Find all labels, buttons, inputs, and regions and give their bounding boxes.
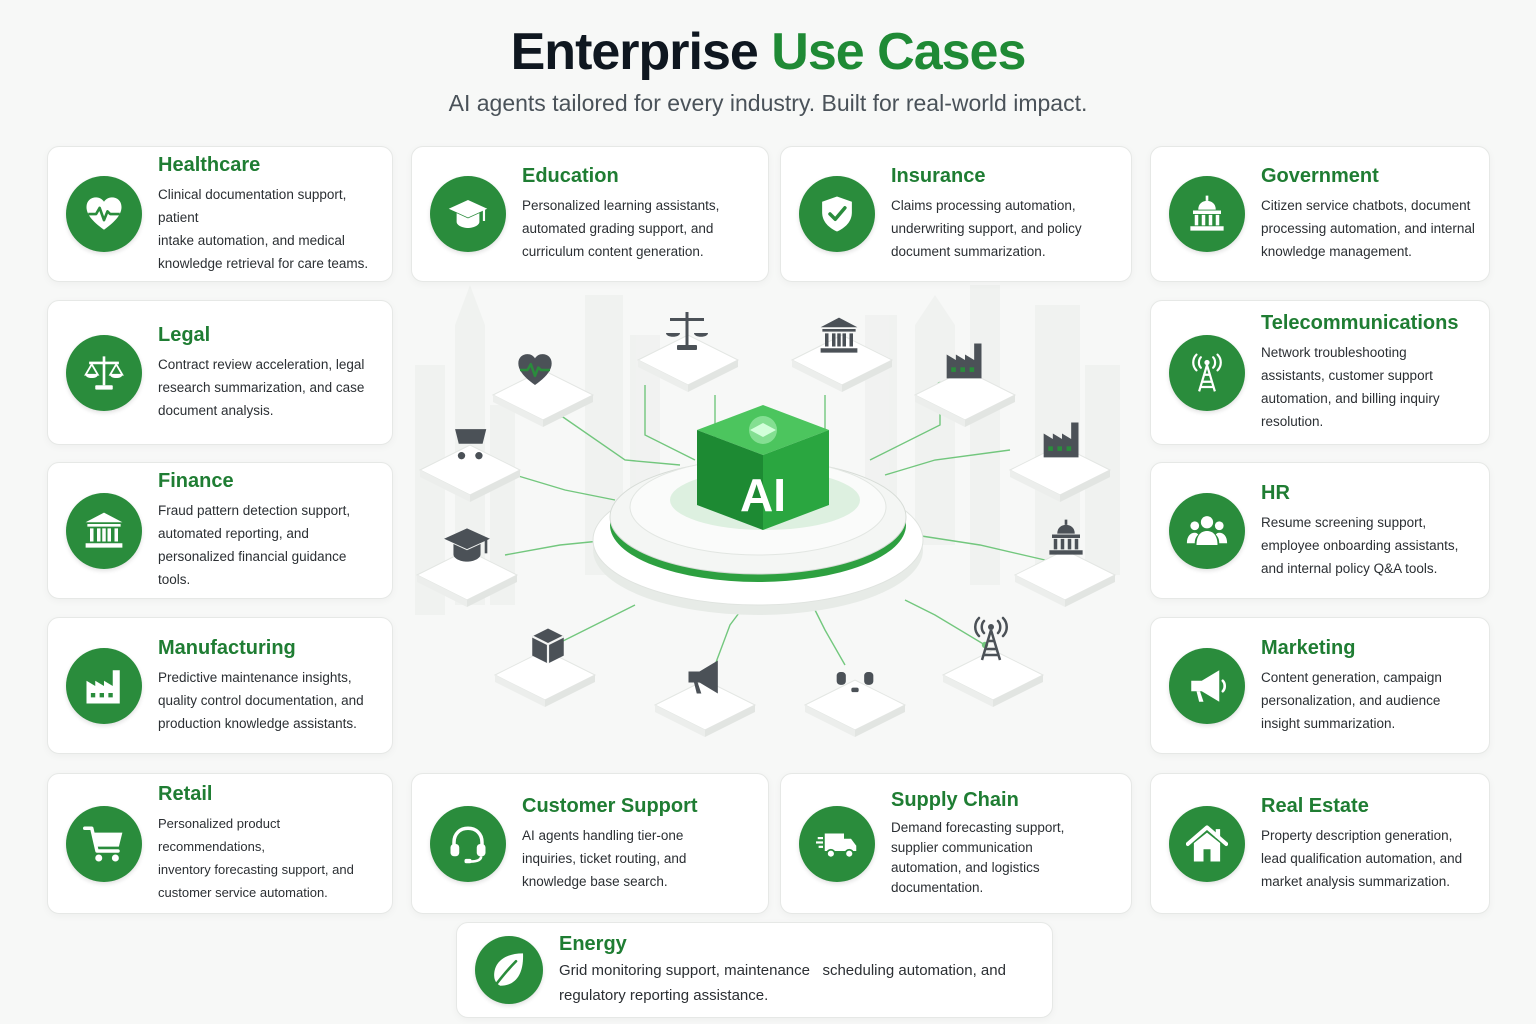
- card-title: Manufacturing: [158, 636, 296, 659]
- card-title: Supply Chain: [891, 789, 1019, 811]
- badge-healthcare: [66, 176, 142, 252]
- card-description: Personalized learning assistants,automat…: [522, 198, 720, 259]
- badge-customer-support: [430, 805, 506, 882]
- house-icon: [1186, 823, 1228, 865]
- ai-cube: AI: [697, 405, 829, 530]
- card-title: Retail: [158, 783, 213, 805]
- tile-cart: [418, 424, 522, 502]
- card-title: Energy: [559, 932, 627, 955]
- card-title: HR: [1261, 481, 1290, 504]
- hub-center-label: AI: [740, 469, 786, 521]
- tile-smokestack: [913, 343, 1017, 427]
- people-group-icon: [1186, 510, 1228, 552]
- card-education[interactable]: Education Personalized learning assistan…: [411, 146, 769, 282]
- badge-telecommunications: [1169, 334, 1245, 411]
- tile-antenna: [941, 616, 1045, 707]
- scales-icon: [83, 352, 125, 394]
- tile-cap: [415, 528, 519, 607]
- card-title: Insurance: [891, 165, 986, 187]
- card-description: Property description generation,lead qua…: [1261, 827, 1463, 889]
- card-description: Resume screening support,employee onboar…: [1261, 514, 1459, 576]
- shopping-cart-icon: [83, 823, 125, 865]
- badge-government: [1169, 176, 1245, 252]
- badge-legal: [66, 334, 142, 411]
- badge-hr: [1169, 492, 1245, 569]
- ai-hub-illustration: AI: [415, 285, 1120, 737]
- graduation-cap-icon: [447, 193, 489, 235]
- badge-real-estate: [1169, 805, 1245, 882]
- badge-retail: [66, 805, 142, 882]
- badge-energy: [475, 936, 543, 1004]
- tile-headset: [803, 655, 907, 737]
- card-description: Demand forecasting support,supplier comm…: [891, 820, 1065, 895]
- card-telecommunications[interactable]: Telecommunications Network troubleshooti…: [1150, 300, 1490, 445]
- card-title: Legal: [158, 323, 211, 346]
- tile-capitol: [790, 317, 894, 392]
- card-description: Fraud pattern detection support,automate…: [158, 503, 351, 587]
- tile-megaphone: [653, 660, 757, 737]
- badge-supply-chain: [799, 805, 875, 882]
- card-title: Marketing: [1261, 636, 1356, 659]
- card-title: Finance: [158, 470, 234, 492]
- card-hr[interactable]: HR Resume screening support,employee onb…: [1150, 462, 1490, 599]
- card-description: Predictive maintenance insights,quality …: [158, 669, 364, 731]
- hub-tiles: [415, 312, 1117, 737]
- headset-icon: [447, 823, 489, 865]
- card-description: Claims processing automation,underwritin…: [891, 198, 1082, 259]
- megaphone-icon: [1186, 665, 1228, 707]
- card-title: Real Estate: [1261, 794, 1369, 817]
- capitol-icon: [1186, 193, 1228, 235]
- tile-government: [1013, 519, 1117, 607]
- page-title: Enterprise Use Cases: [0, 22, 1536, 82]
- card-description: Personalized product recommendations,inv…: [158, 816, 354, 900]
- tile-scales: [636, 312, 740, 392]
- card-retail[interactable]: Retail Personalized product recommendati…: [47, 773, 393, 914]
- bank-icon: [83, 510, 125, 552]
- card-customer-support[interactable]: Customer Support AI agents handling tier…: [411, 773, 769, 914]
- card-insurance[interactable]: Insurance Claims processing automation,u…: [780, 146, 1132, 282]
- title-part-dark: Enterprise: [510, 23, 759, 81]
- card-government[interactable]: Government Citizen service chatbots, doc…: [1150, 146, 1490, 282]
- card-title: Healthcare: [158, 153, 261, 176]
- page-subtitle: AI agents tailored for every industry. B…: [448, 90, 1088, 116]
- card-title: Customer Support: [522, 794, 698, 817]
- badge-finance: [66, 492, 142, 569]
- heart-pulse-icon: [83, 193, 125, 235]
- tile-heart: [491, 352, 595, 427]
- leaf-icon: [488, 949, 530, 991]
- card-legal[interactable]: Legal Contract review acceleration, lega…: [47, 300, 393, 445]
- card-supply-chain[interactable]: Supply Chain Demand forecasting support,…: [780, 773, 1132, 914]
- antenna-tower-icon: [1186, 352, 1228, 394]
- badge-marketing: [1169, 647, 1245, 724]
- tile-factory: [1008, 422, 1112, 502]
- shield-check-icon: [816, 193, 858, 235]
- badge-manufacturing: [66, 647, 142, 724]
- card-title: Education: [522, 165, 619, 187]
- card-finance[interactable]: Finance Fraud pattern detection support,…: [47, 462, 393, 599]
- delivery-truck-icon: [816, 823, 858, 865]
- badge-education: [430, 176, 506, 252]
- factory-icon: [83, 665, 125, 707]
- card-title: Telecommunications: [1261, 312, 1459, 334]
- title-part-green: Use Cases: [771, 23, 1026, 81]
- card-title: Government: [1261, 165, 1379, 187]
- card-healthcare[interactable]: Healthcare Clinical documentation suppor…: [47, 146, 393, 282]
- card-real-estate[interactable]: Real Estate Property description generat…: [1150, 773, 1490, 914]
- card-energy[interactable]: Energy Grid monitoring support, maintena…: [456, 922, 1053, 1018]
- hub-platform: [592, 458, 924, 615]
- card-description: Grid monitoring support, maintenance sch…: [559, 961, 1006, 1004]
- tile-box: [493, 627, 597, 707]
- card-manufacturing[interactable]: Manufacturing Predictive maintenance ins…: [47, 617, 393, 754]
- badge-insurance: [799, 176, 875, 252]
